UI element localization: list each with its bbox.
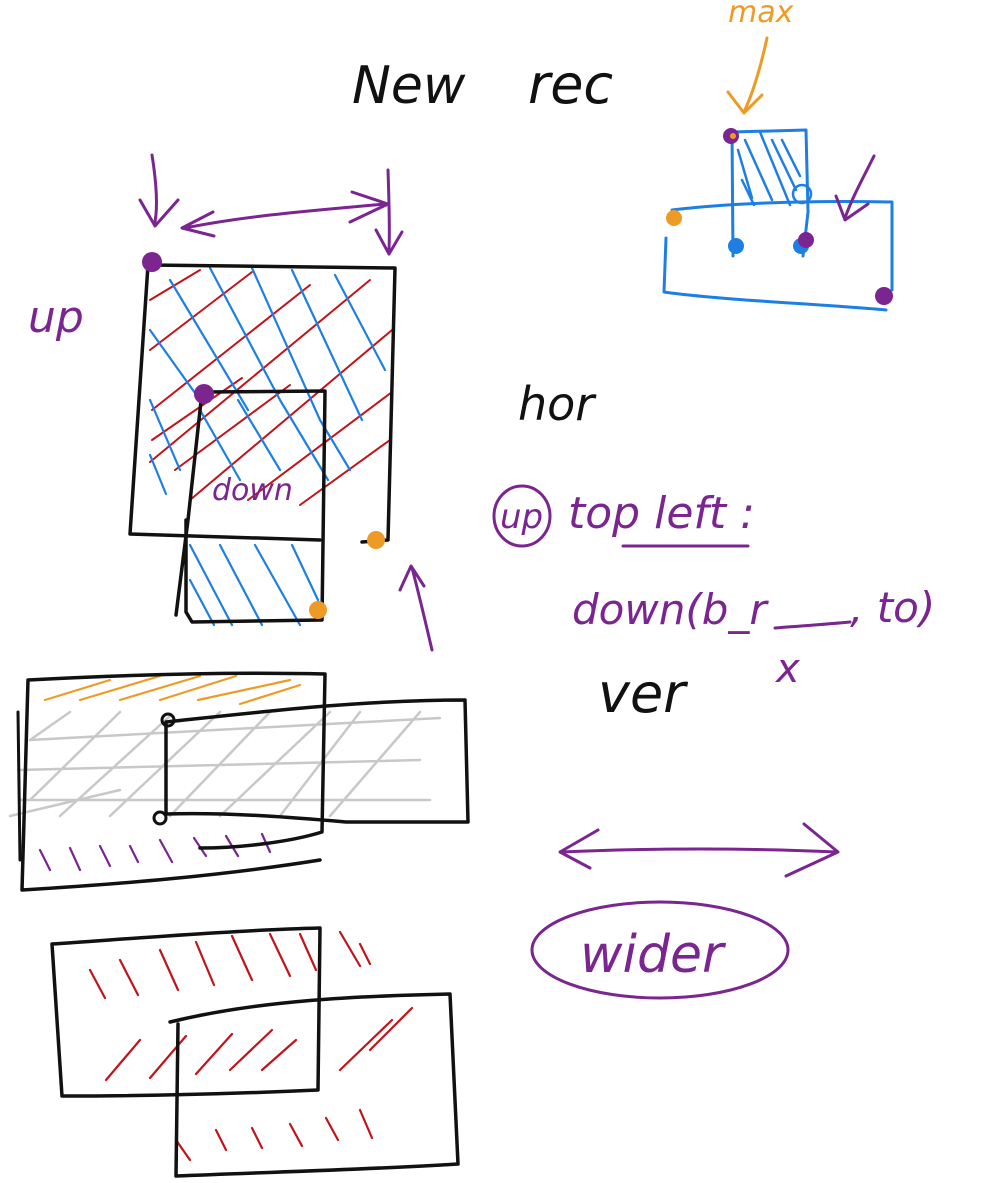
notes-right: hor up top left : down(b_r , to) x ver w…: [492, 377, 935, 1000]
purple-dot-tl: [142, 252, 162, 272]
double-arrow-top: [180, 190, 390, 238]
max-arrow: [726, 36, 769, 115]
overlap-sketch-top: up down: [28, 153, 434, 652]
double-arrow-wider: [558, 822, 840, 878]
title-rec: rec: [528, 53, 613, 116]
orange-dot-inner-br: [309, 601, 327, 619]
purple-dot-inner: [194, 384, 214, 404]
wider-label: wider: [580, 925, 727, 985]
x-mark: x: [774, 646, 800, 692]
purple-dot-br: [875, 287, 893, 305]
to-label: , to): [850, 583, 935, 632]
down-br-label: down(b_r: [572, 585, 769, 634]
overlap-sketch-bottom: [50, 926, 460, 1178]
max-label: max: [728, 0, 794, 30]
up-circle: [492, 484, 552, 548]
blue-dot-a: [728, 238, 744, 254]
ver-label: ver: [598, 662, 688, 725]
purple-arrow-right: [834, 154, 876, 222]
wider-circle: [530, 900, 790, 1000]
hor-label: hor: [518, 377, 597, 431]
blue-rectangles-sketch: max: [662, 0, 894, 312]
purple-dot-mid: [798, 232, 814, 248]
title-new: New: [352, 56, 466, 116]
top-left-label: top left :: [568, 488, 755, 539]
overlap-sketch-middle: [8, 671, 470, 892]
up-circled-label: up: [500, 497, 543, 537]
orange-dot-top: [730, 133, 736, 139]
orange-dot-br: [367, 531, 385, 549]
orange-dot-left: [666, 210, 682, 226]
down-label-inside: down: [212, 473, 293, 508]
up-label-left: up: [28, 292, 84, 343]
